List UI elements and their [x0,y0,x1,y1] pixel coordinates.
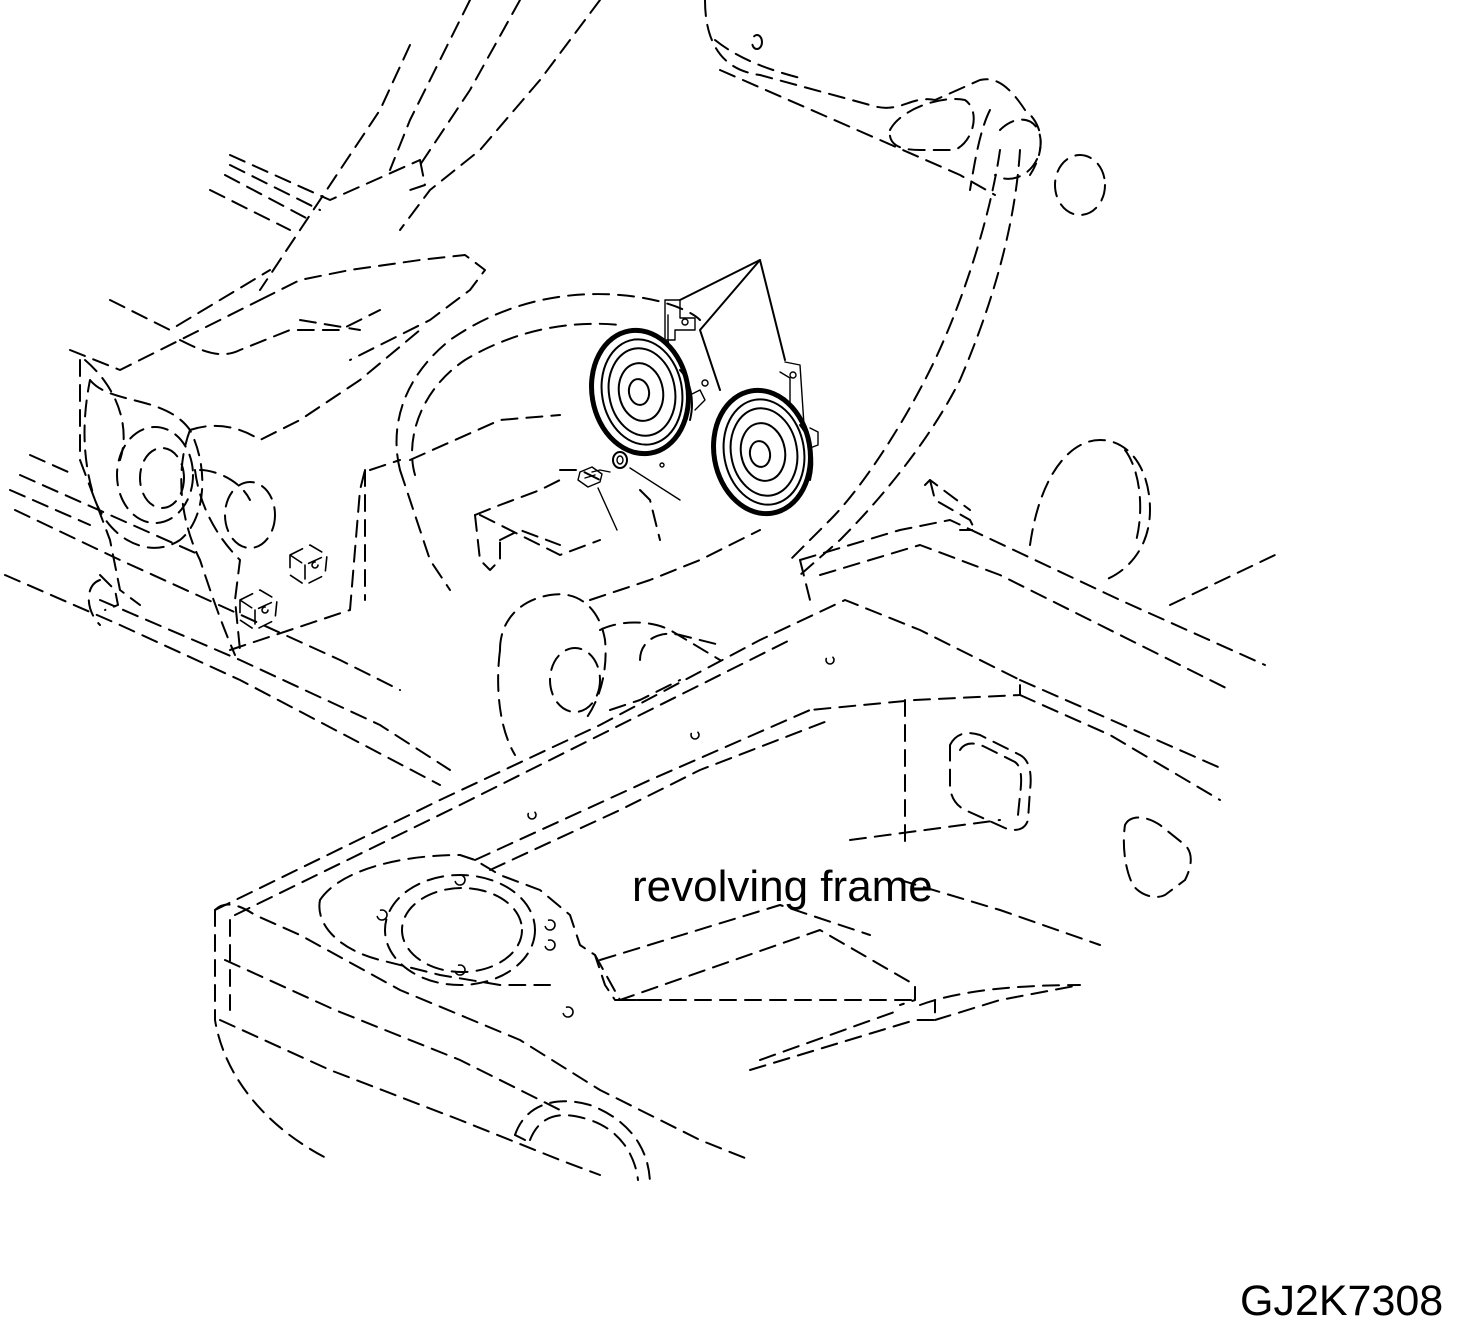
revolving-frame [4,439,1276,1186]
drawing-code: GJ2K7308 [1240,1277,1444,1325]
horn-assembly [577,259,819,531]
horn-right [711,387,819,517]
boom-structure [69,0,1106,756]
revolving-frame-label: revolving frame [632,862,933,911]
horn-left [589,327,709,457]
bolt-and-washer [577,451,681,531]
